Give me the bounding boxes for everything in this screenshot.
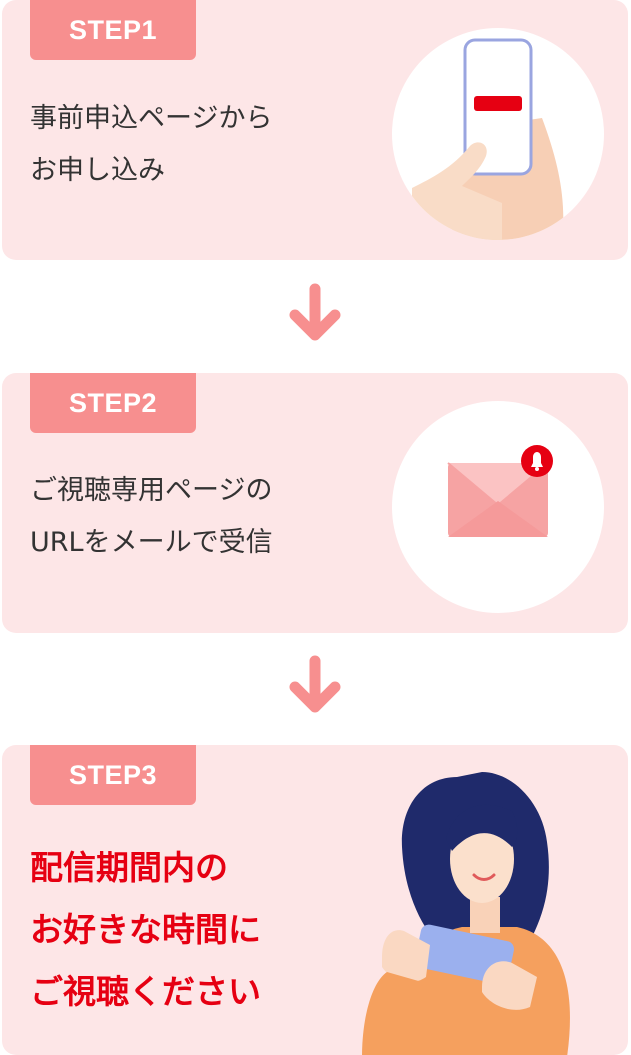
step2-card: STEP2 ご視聴専用ページの URLをメールで受信 bbox=[2, 373, 628, 633]
arrow-down-icon bbox=[289, 283, 341, 341]
step3-text: 配信期間内の お好きな時間に ご視聴ください bbox=[30, 837, 261, 1023]
woman-watching-phone-icon bbox=[362, 772, 570, 1055]
step2-line-1: ご視聴専用ページの bbox=[30, 475, 273, 506]
step2-badge: STEP2 bbox=[30, 373, 196, 433]
step1-line-2: お申し込み bbox=[30, 155, 165, 186]
step3-badge: STEP3 bbox=[30, 745, 196, 805]
step1-text: 事前申込ページから お申し込み bbox=[30, 93, 272, 197]
step1-illustration bbox=[392, 28, 604, 240]
envelope-notification-icon bbox=[447, 445, 553, 537]
step2-text: ご視聴専用ページの URLをメールで受信 bbox=[30, 465, 273, 569]
step3-card: STEP3 配信期間内の お好きな時間に ご視聴ください bbox=[2, 745, 628, 1055]
arrow-down-icon bbox=[289, 655, 341, 713]
step1-badge: STEP1 bbox=[30, 0, 196, 60]
phone-tap-icon bbox=[412, 38, 564, 240]
step2-line-2: URLをメールで受信 bbox=[30, 527, 273, 558]
step3-line-1: 配信期間内の bbox=[30, 848, 228, 887]
step3-line-3: ご視聴ください bbox=[30, 972, 261, 1011]
step1-line-1: 事前申込ページから bbox=[30, 103, 273, 134]
step3-line-2: お好きな時間に bbox=[30, 910, 261, 949]
step1-card: STEP1 事前申込ページから お申し込み bbox=[2, 0, 628, 260]
step2-illustration bbox=[392, 401, 604, 613]
